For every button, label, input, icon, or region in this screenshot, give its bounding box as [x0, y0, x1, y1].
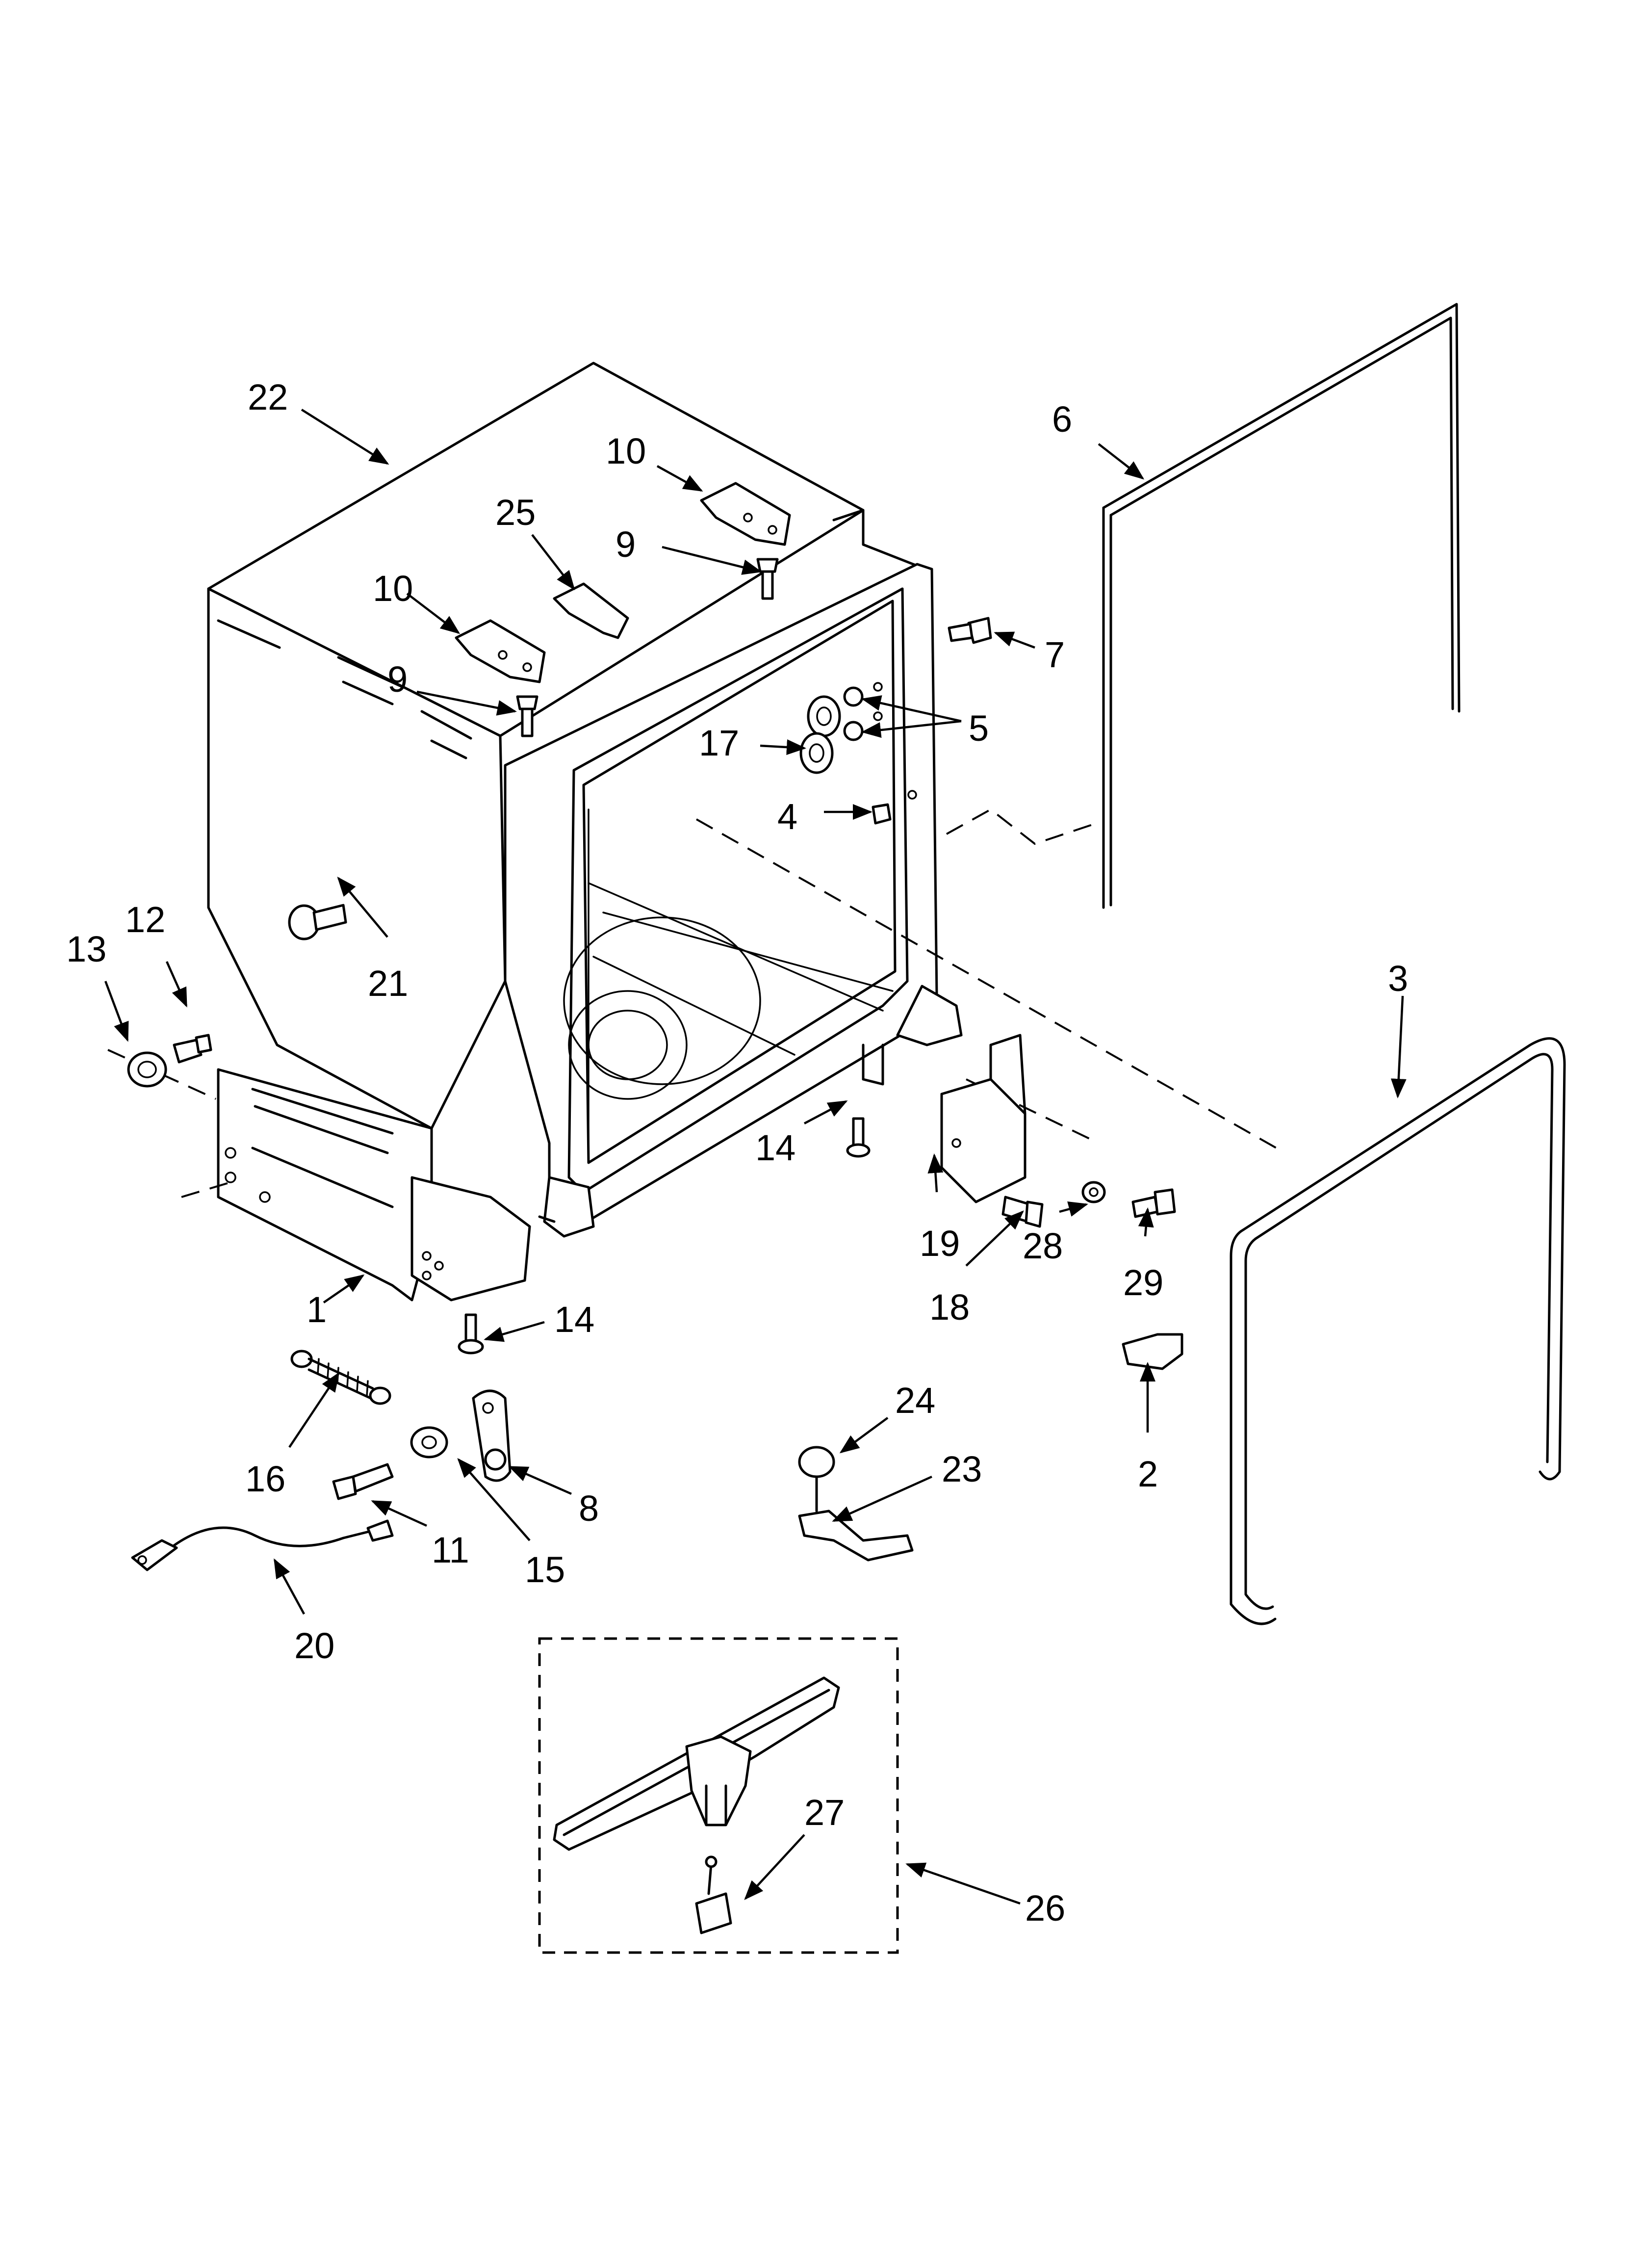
callout-24: 24: [895, 1380, 935, 1421]
callout-27: 27: [804, 1792, 845, 1833]
washer-28: [1081, 1181, 1106, 1203]
callout-18: 18: [929, 1287, 970, 1328]
hinge-bracket-upper: [700, 482, 791, 546]
callout-6: 6: [1052, 399, 1072, 440]
bolt-12: [173, 1034, 212, 1064]
screw-7: [948, 617, 992, 644]
door-gasket-6: [1102, 303, 1461, 909]
link-8: [472, 1389, 512, 1482]
roller-wheels: [799, 695, 841, 774]
callout-1: 1: [307, 1289, 327, 1330]
spring-16: [290, 1350, 391, 1405]
callout-labels: 22 10 25 9 10 9 7 5 17 4 6 3 21 13 12 14…: [66, 377, 1408, 1929]
callout-21: 21: [368, 963, 408, 1004]
leveling-leg-14-lower: [458, 1313, 484, 1355]
callout-20: 20: [294, 1625, 334, 1666]
callout-9-lower: 9: [387, 659, 408, 700]
clip-2: [1122, 1333, 1183, 1370]
callout-26: 26: [1025, 1888, 1065, 1929]
nut-13: [127, 1051, 167, 1088]
callout-9-upper: 9: [616, 524, 636, 565]
bracket-19: [940, 1034, 1026, 1203]
screw-29: [1131, 1188, 1176, 1218]
roller-15: [410, 1426, 448, 1459]
callout-25: 25: [495, 492, 536, 533]
hinge-bracket-lower: [455, 619, 546, 683]
callout-8: 8: [579, 1488, 599, 1529]
callout-7: 7: [1045, 634, 1065, 675]
screw-11: [332, 1463, 394, 1500]
cable-20: [131, 1519, 394, 1571]
callout-29: 29: [1123, 1262, 1163, 1303]
clip: [553, 582, 629, 639]
stop-pin: [872, 790, 917, 825]
callout-3: 3: [1388, 958, 1408, 999]
screw-9-upper: [756, 558, 779, 600]
callout-28: 28: [1023, 1225, 1063, 1266]
leveling-leg-14-upper: [846, 1117, 871, 1158]
callout-15: 15: [525, 1549, 565, 1590]
leader-arrows: [104, 409, 1407, 1905]
callout-2: 2: [1138, 1454, 1158, 1494]
callout-5: 5: [969, 708, 989, 749]
plug: [288, 904, 347, 940]
callout-19: 19: [920, 1223, 960, 1264]
bracket-23: [798, 1510, 914, 1562]
callout-17: 17: [699, 723, 739, 763]
callout-22: 22: [248, 377, 288, 417]
callout-11: 11: [432, 1530, 469, 1570]
callout-14-upper: 14: [755, 1127, 795, 1168]
callout-10-lower: 10: [373, 568, 413, 609]
inset-frame: [538, 1637, 899, 1954]
callout-16: 16: [245, 1459, 285, 1499]
tub-assembly: [207, 362, 963, 1302]
screw-9-lower: [516, 695, 539, 737]
callout-13: 13: [66, 929, 106, 969]
callout-23: 23: [942, 1449, 982, 1489]
thermostat-24: [798, 1446, 835, 1512]
callout-4: 4: [777, 796, 797, 837]
callout-14-lower: 14: [554, 1299, 594, 1340]
callout-10-upper: 10: [606, 431, 646, 471]
tub-gasket-3: [1230, 1037, 1566, 1625]
callout-12: 12: [125, 899, 165, 940]
